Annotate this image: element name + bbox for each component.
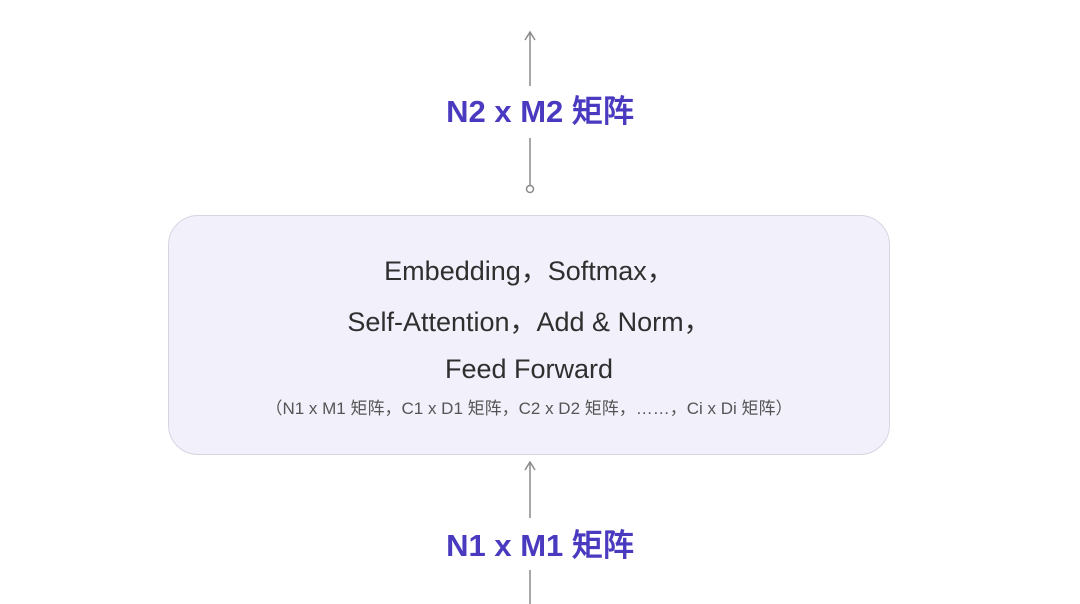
process-note: （N1 x M1 矩阵，C1 x D1 矩阵，C2 x D2 矩阵，……，Ci … (265, 399, 793, 418)
process-box: Embedding，Softmax， Self-Attention，Add & … (168, 215, 890, 455)
box-output-port (525, 184, 535, 194)
process-line-2: Self-Attention，Add & Norm， (347, 307, 711, 337)
process-line-1: Embedding，Softmax， (384, 256, 674, 286)
input-arrowhead (524, 460, 536, 471)
output-matrix-label: N2 x M2 矩阵 (446, 94, 634, 129)
output-arrowhead (524, 30, 536, 41)
input-matrix-label: N1 x M1 矩阵 (446, 528, 634, 563)
process-line-3: Feed Forward (444, 354, 614, 384)
